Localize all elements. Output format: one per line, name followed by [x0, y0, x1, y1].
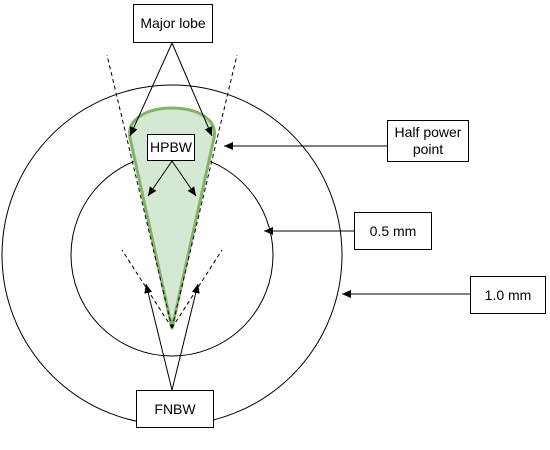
hpbw-arrow-left [147, 160, 173, 197]
hpbw-dashed-line-right [171, 54, 238, 329]
major-lobe-arrow-right [171, 42, 213, 137]
major-lobe-label: Major lobe [133, 4, 213, 43]
inner-radius-label: 0.5 mm [354, 212, 432, 250]
fnbw-arrow-left [144, 283, 173, 391]
fnbw-dashed-line-left [121, 249, 173, 329]
hpbw-label: HPBW [147, 134, 195, 161]
fnbw-label: FNBW [136, 390, 214, 428]
half-power-line-2: point [412, 141, 444, 157]
fnbw-arrow-right [171, 283, 200, 391]
hpbw-dashed-line-left [106, 54, 173, 329]
fnbw-dashed-line-right [171, 249, 223, 329]
half-power-point-label: Half power point [387, 120, 469, 162]
outer-radius-label: 1.0 mm [470, 276, 546, 314]
major-lobe-arrow-left [129, 42, 173, 137]
half-power-line-1: Half power [394, 124, 462, 140]
hpbw-arrow-right [171, 160, 197, 197]
major-lobe-shape [128, 106, 216, 330]
